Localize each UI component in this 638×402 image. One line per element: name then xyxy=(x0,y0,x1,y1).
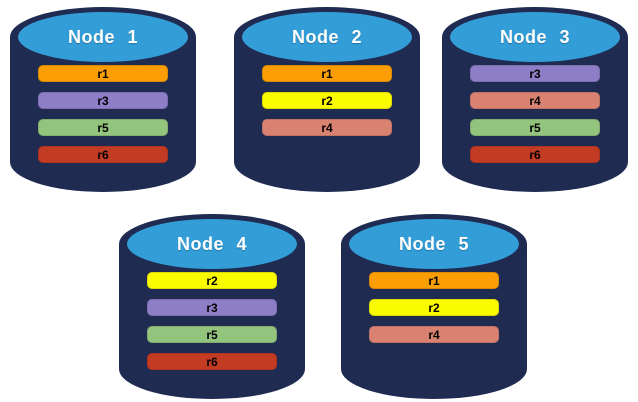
cylinder-top-face xyxy=(127,219,297,269)
record-label: r6 xyxy=(529,148,541,162)
record-label: r1 xyxy=(428,274,440,288)
record-label: r4 xyxy=(428,328,440,342)
record-label: r5 xyxy=(206,328,218,342)
cylinder-top-face xyxy=(242,12,412,62)
node-1-record-r6: r6 xyxy=(38,146,168,163)
node-5-record-r2: r2 xyxy=(369,299,499,316)
database-cylinder-icon xyxy=(341,214,527,399)
node-4-record-r3: r3 xyxy=(147,299,277,316)
node-3-record-r5: r5 xyxy=(470,119,600,136)
node-1-record-r5: r5 xyxy=(38,119,168,136)
cylinder-top-face xyxy=(450,12,620,62)
node-2-record-r2: r2 xyxy=(262,92,392,109)
node-2-records: r1 r2 r4 xyxy=(234,65,420,146)
record-label: r4 xyxy=(529,94,541,108)
node-2-title: Node 2 xyxy=(291,27,362,47)
record-label: r2 xyxy=(428,301,440,315)
node-2-record-r4: r4 xyxy=(262,119,392,136)
node-3-records: r3 r4 r5 r6 xyxy=(442,65,628,173)
record-label: r2 xyxy=(206,274,218,288)
record-label: r3 xyxy=(97,94,109,108)
node-5-record-r1: r1 xyxy=(369,272,499,289)
node-3-cylinder: Node 3 r3 r4 r5 r6 xyxy=(442,5,628,195)
record-label: r6 xyxy=(206,355,218,369)
node-4-cylinder: Node 4 r2 r3 r5 r6 xyxy=(119,212,305,402)
node-1-cylinder: Node 1 r1 r3 r5 r6 xyxy=(10,5,196,195)
record-label: r2 xyxy=(321,94,333,108)
record-label: r3 xyxy=(206,301,218,315)
record-label: r1 xyxy=(97,67,109,81)
record-label: r4 xyxy=(321,121,333,135)
node-3-record-r4: r4 xyxy=(470,92,600,109)
node-3-title: Node 3 xyxy=(499,27,570,47)
node-2-cylinder: Node 2 r1 r2 r4 xyxy=(234,5,420,195)
record-label: r5 xyxy=(529,121,541,135)
cylinder-top-face xyxy=(18,12,188,62)
node-5-title: Node 5 xyxy=(398,234,469,254)
node-3-record-r6: r6 xyxy=(470,146,600,163)
record-label: r5 xyxy=(97,121,109,135)
node-5-records: r1 r2 r4 xyxy=(341,272,527,353)
node-1-record-r3: r3 xyxy=(38,92,168,109)
record-label: r3 xyxy=(529,67,541,81)
node-4-records: r2 r3 r5 r6 xyxy=(119,272,305,380)
record-label: r1 xyxy=(321,67,333,81)
node-4-record-r5: r5 xyxy=(147,326,277,343)
node-1-title: Node 1 xyxy=(67,27,138,47)
cylinder-top-face xyxy=(349,219,519,269)
node-3-record-r3: r3 xyxy=(470,65,600,82)
node-4-record-r6: r6 xyxy=(147,353,277,370)
node-1-records: r1 r3 r5 r6 xyxy=(10,65,196,173)
node-4-record-r2: r2 xyxy=(147,272,277,289)
node-4-title: Node 4 xyxy=(176,234,247,254)
node-1-record-r1: r1 xyxy=(38,65,168,82)
node-5-cylinder: Node 5 r1 r2 r4 xyxy=(341,212,527,402)
record-label: r6 xyxy=(97,148,109,162)
node-2-record-r1: r1 xyxy=(262,65,392,82)
node-5-record-r4: r4 xyxy=(369,326,499,343)
